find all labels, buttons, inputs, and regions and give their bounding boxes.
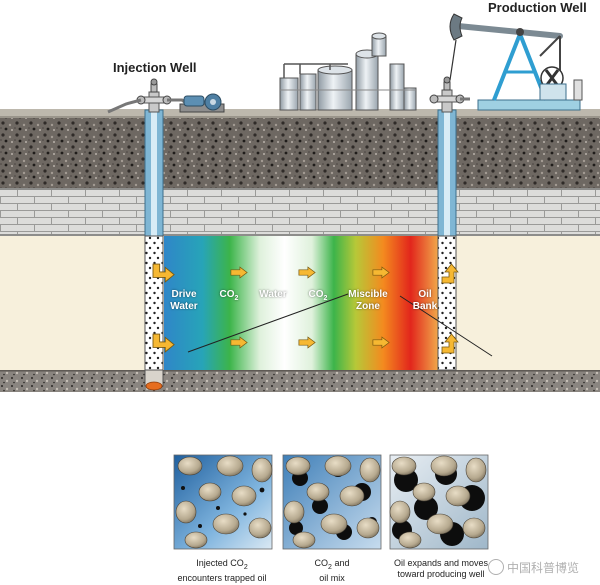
production-wellhead-icon xyxy=(429,76,470,113)
injection-wellhead-icon xyxy=(107,78,191,114)
production-well-label: Production Well xyxy=(488,0,587,15)
watermark: 中国科普博览 xyxy=(488,559,579,576)
zone-label-co2: CO2 xyxy=(219,289,239,302)
callout-line xyxy=(399,295,493,357)
injection-well-label: Injection Well xyxy=(113,60,197,75)
pump-icon xyxy=(179,93,225,113)
zone-label-water: Water xyxy=(259,289,287,300)
watermark-text: 中国科普博览 xyxy=(507,561,580,575)
pore-panel-3 xyxy=(389,454,489,550)
pore-panel-1 xyxy=(173,454,273,550)
zone-label-co2-second: CO2 xyxy=(308,289,328,302)
upper-rock-layer xyxy=(0,118,600,188)
lower-gravel-layer xyxy=(0,370,600,392)
pore-panel-2 xyxy=(282,454,382,550)
watermark-logo-icon xyxy=(488,559,504,575)
ground-surface xyxy=(0,109,600,118)
callout-line xyxy=(187,293,349,353)
cap-rock-layer xyxy=(0,188,600,236)
pumpjack-icon xyxy=(449,13,583,111)
flood-front-zone xyxy=(164,236,438,370)
injection-well-bore xyxy=(144,109,164,391)
storage-tanks-icon xyxy=(279,32,417,111)
